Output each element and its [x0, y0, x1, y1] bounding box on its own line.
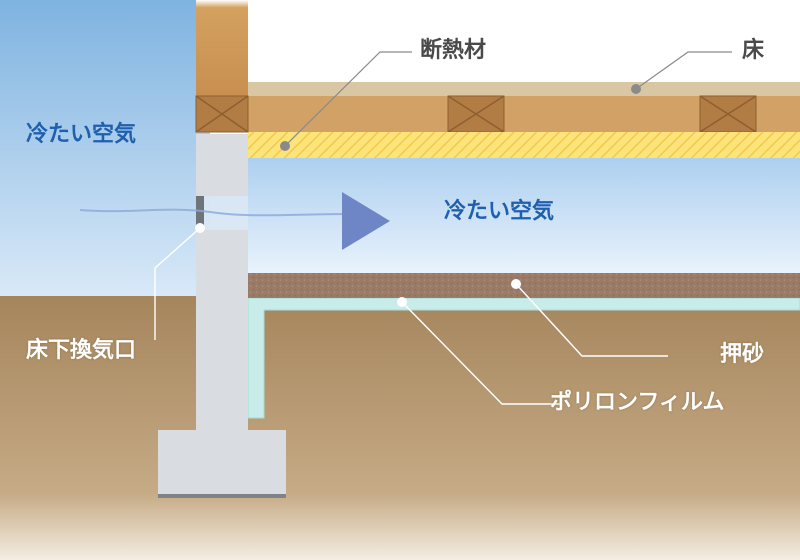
leader-floor	[635, 51, 732, 90]
foundation-stem	[196, 230, 248, 430]
insulation-layer	[248, 132, 800, 158]
wall-post	[196, 0, 248, 96]
label-floor: 床	[742, 38, 765, 63]
dot-sand	[511, 279, 521, 289]
label-insulation: 断熱材	[420, 38, 487, 63]
leader-vent	[154, 227, 201, 340]
airflow-line	[79, 208, 346, 217]
ground	[0, 296, 800, 560]
label-poly-film: ポリロンフィルム	[550, 390, 725, 415]
pressed-sand-layer	[248, 273, 800, 298]
dot-insulation	[280, 141, 290, 151]
outside-air	[0, 0, 210, 298]
leader-sand	[515, 283, 668, 357]
underfloor-air	[210, 150, 800, 275]
joist-2	[699, 95, 757, 133]
label-vent: 床下換気口	[26, 338, 137, 363]
label-cold-air-underfloor: 冷たい空気	[444, 199, 555, 224]
dot-film	[397, 297, 407, 307]
sill-beam	[195, 95, 249, 133]
floor-surface	[248, 82, 800, 96]
airflow-arrow	[342, 192, 390, 250]
label-cold-air-outside: 冷たい空気	[26, 122, 137, 147]
foundation-upper	[196, 134, 248, 196]
label-pressed-sand: 押砂	[720, 342, 765, 367]
dot-floor	[631, 84, 641, 94]
leader-film	[401, 301, 560, 405]
footing-base	[158, 494, 286, 498]
foundation-footing	[158, 430, 286, 494]
vent-opening	[196, 196, 204, 230]
leader-insulation	[284, 51, 412, 147]
dot-vent	[195, 223, 205, 233]
joist-1	[447, 95, 505, 133]
